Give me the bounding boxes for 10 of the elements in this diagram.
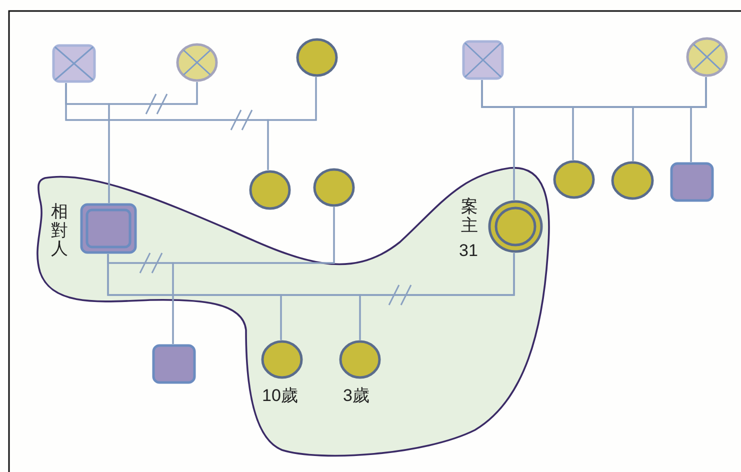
person-label: 相對人 xyxy=(51,203,68,260)
relationship-line xyxy=(359,253,515,340)
relationship-line xyxy=(267,77,317,170)
person-label: 10歲 xyxy=(262,387,298,406)
relationship-line xyxy=(108,82,198,203)
person-label: 31 xyxy=(459,242,478,261)
person-label: 3歲 xyxy=(343,387,370,406)
relationship-line xyxy=(690,77,707,162)
relationship-line xyxy=(172,207,335,344)
person-label: 案主 xyxy=(461,198,478,236)
